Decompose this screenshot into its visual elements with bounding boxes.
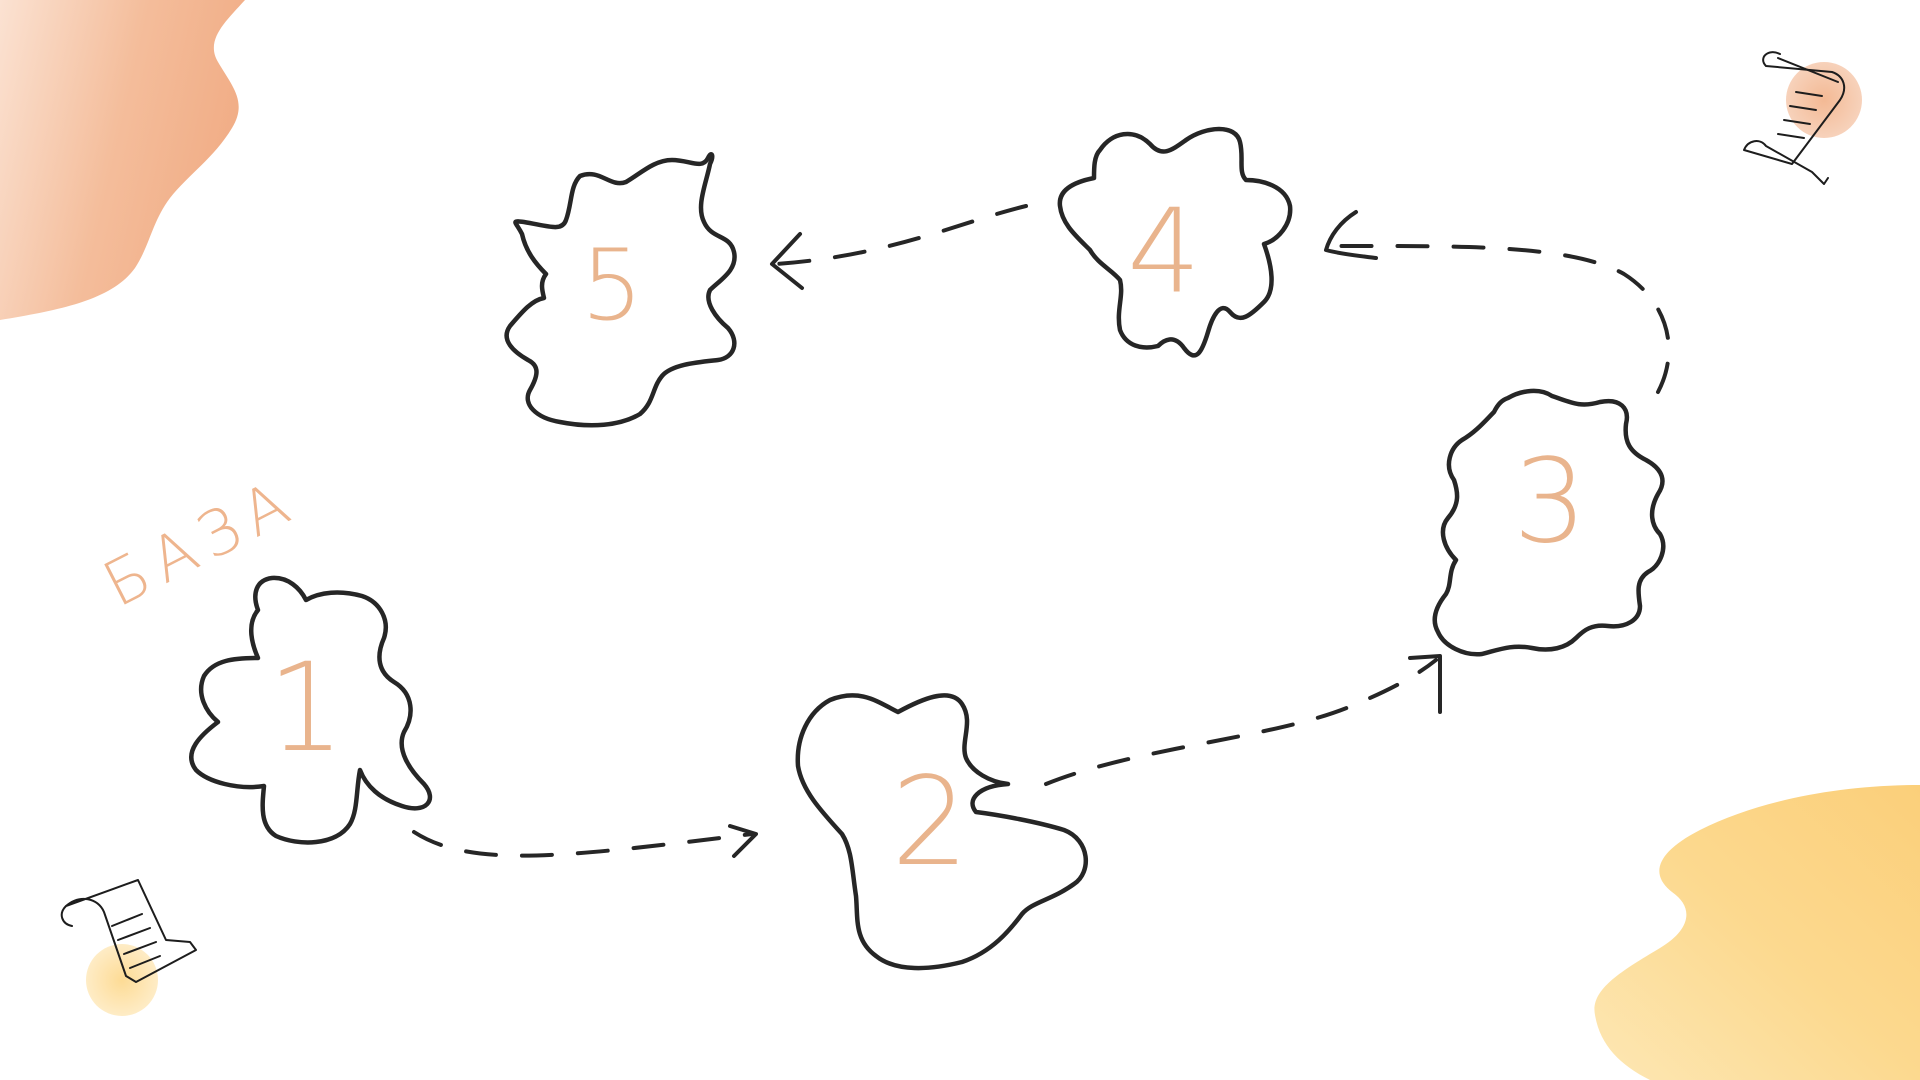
node-number-2: 2 <box>891 751 969 893</box>
arrowhead-4-to-5 <box>770 232 804 290</box>
node-number-5: 5 <box>581 229 643 343</box>
base-label: БАЗА <box>92 462 309 621</box>
arrow-3-to-4 <box>1328 243 1671 394</box>
node-number-3: 3 <box>1513 435 1587 570</box>
arrowhead-3-to-4 <box>1324 210 1378 260</box>
node-number-4: 4 <box>1127 185 1201 320</box>
node-outline-5 <box>504 152 737 428</box>
node-outline-1 <box>189 575 433 845</box>
peach-corner-blob <box>0 0 245 320</box>
node-outline-2 <box>795 693 1088 971</box>
scroll-icon <box>1743 51 1862 185</box>
yellow-corner-blob <box>1594 785 1920 1080</box>
node-outline-3 <box>1432 388 1666 657</box>
arrow-4-to-5 <box>774 204 1028 266</box>
arrow-2-to-3 <box>1044 658 1438 786</box>
arrowhead-1-to-2 <box>728 824 758 858</box>
arrowhead-2-to-3 <box>1408 654 1442 714</box>
scroll-icon <box>60 879 197 1016</box>
node-number-1: 1 <box>267 637 345 779</box>
node-outline-4 <box>1057 126 1293 358</box>
arrow-1-to-2 <box>412 830 754 858</box>
